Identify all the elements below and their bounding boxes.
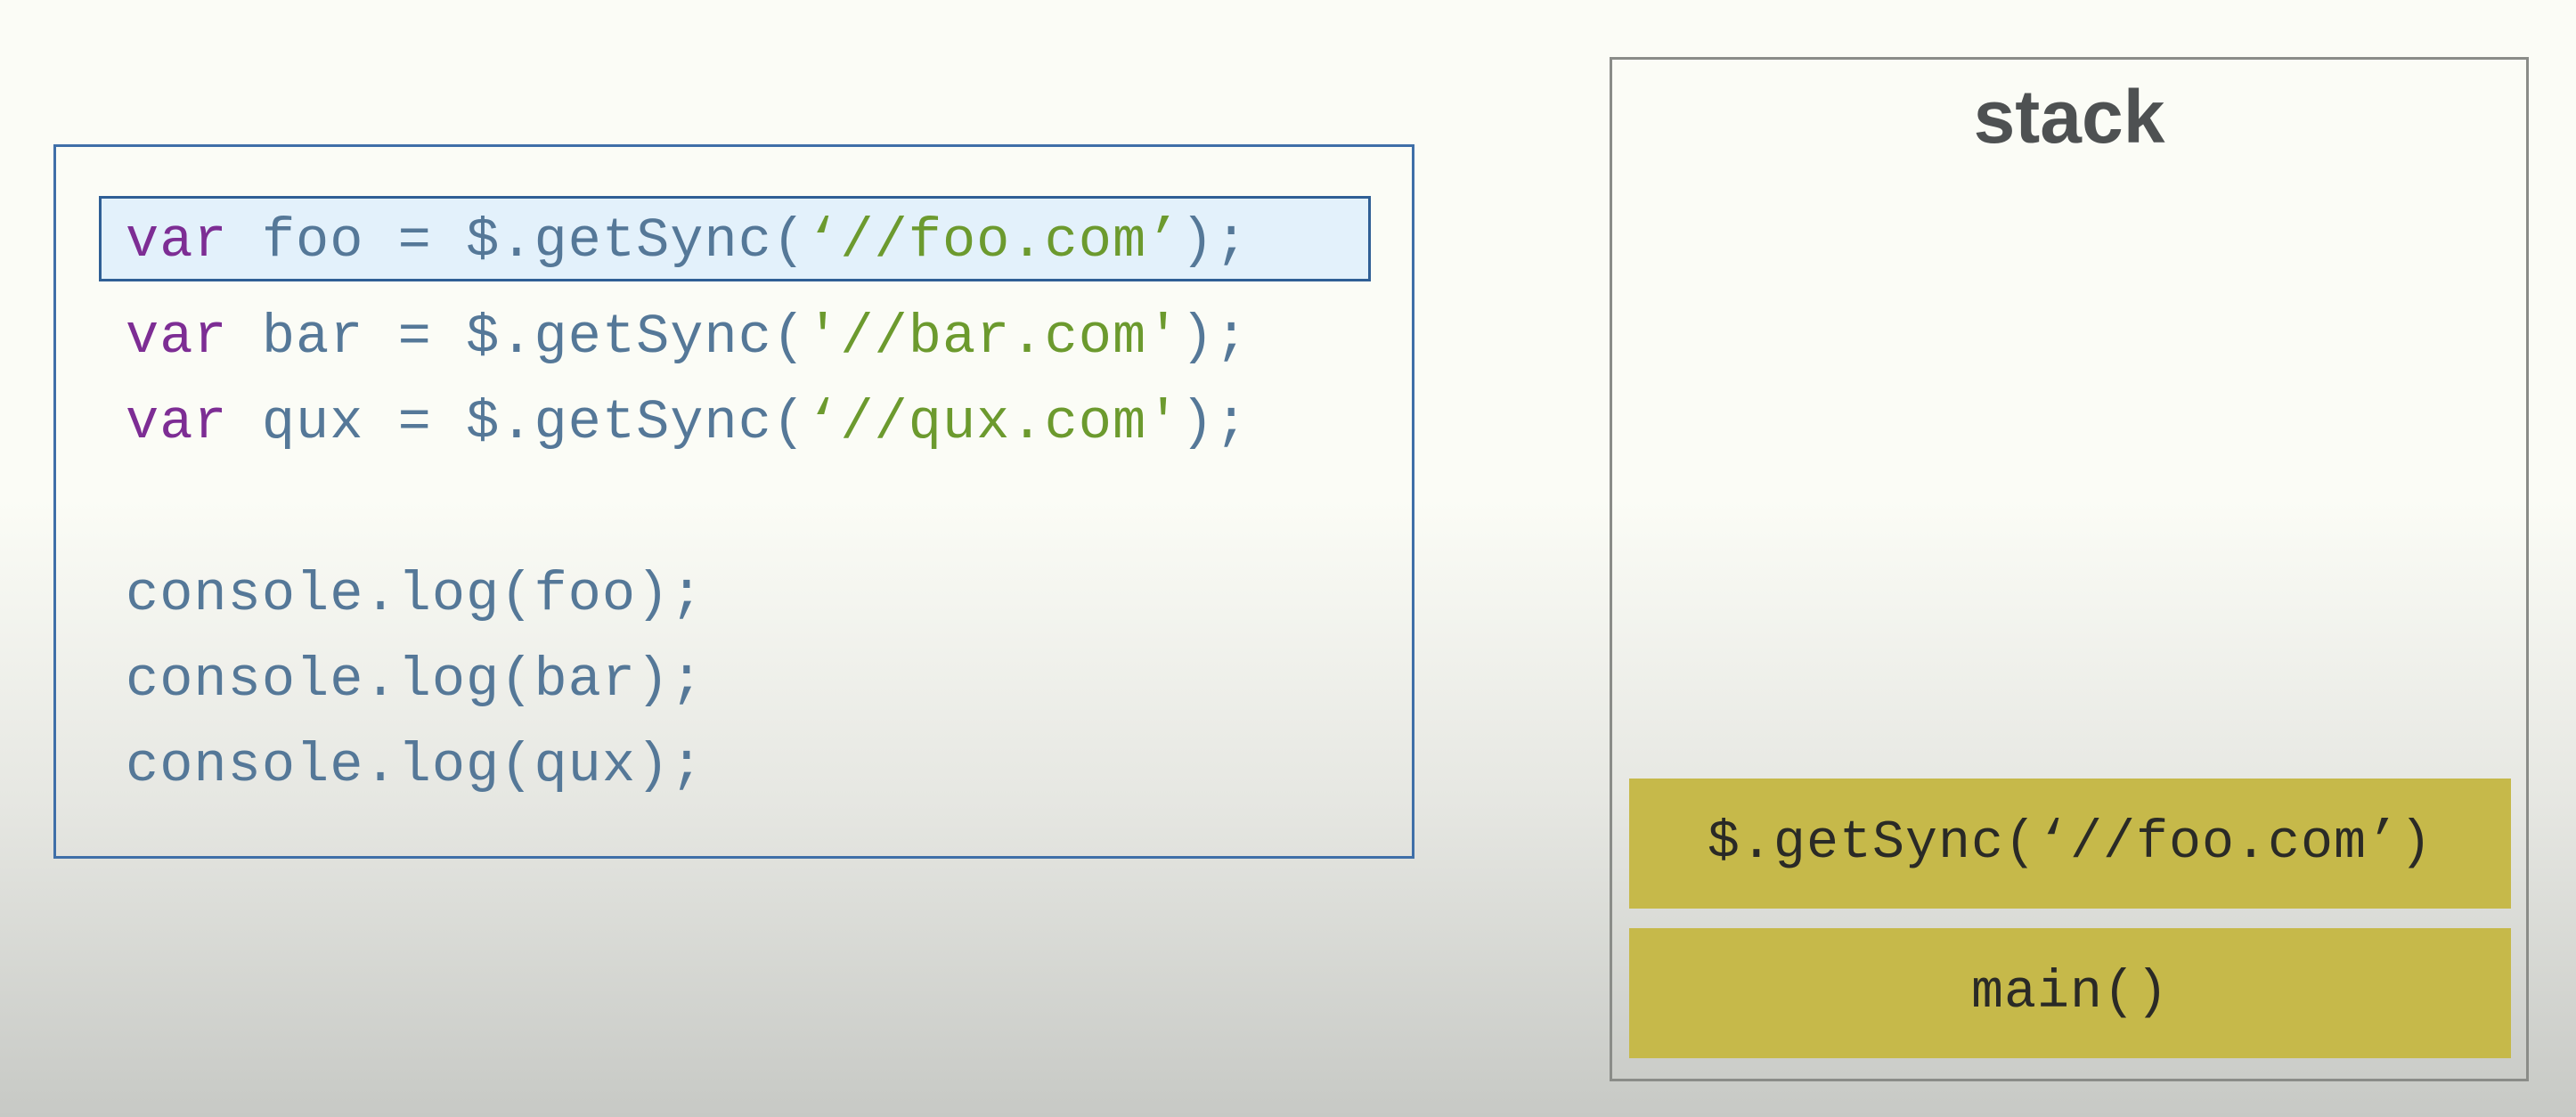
- code-text: );: [1180, 209, 1249, 273]
- keyword-var: var: [126, 306, 228, 369]
- string-literal: ‘//foo.com’: [806, 209, 1181, 273]
- stack-frame-getsync: $.getSync(‘//foo.com’): [1629, 779, 2511, 909]
- code-text: bar = $.getSync(: [227, 306, 807, 369]
- code-text: qux = $.getSync(: [227, 391, 807, 454]
- code-line: var bar = $.getSync('//bar.com');: [126, 295, 1249, 380]
- code-line: console.log(foo);: [126, 563, 705, 626]
- keyword-var: var: [126, 391, 228, 454]
- stack-frame-main: main(): [1629, 928, 2511, 1058]
- string-literal: ‘//qux.com': [806, 391, 1181, 454]
- keyword-var: var: [126, 209, 228, 273]
- code-text: );: [1180, 306, 1249, 369]
- code-line: var qux = $.getSync(‘//qux.com');: [126, 380, 1249, 466]
- code-line: console.log(qux);: [126, 734, 705, 797]
- code-line-highlighted: var foo = $.getSync(‘//foo.com’);: [99, 196, 1371, 281]
- code-text: );: [1180, 391, 1249, 454]
- stack-title: stack: [1973, 75, 2165, 159]
- code-panel: var foo = $.getSync(‘//foo.com’); var ba…: [53, 144, 1414, 859]
- string-literal: '//bar.com': [806, 306, 1181, 369]
- code-text: foo = $.getSync(: [227, 209, 807, 273]
- code-line: console.log(bar);: [126, 648, 705, 712]
- stack-panel: stack $.getSync(‘//foo.com’) main(): [1610, 57, 2529, 1081]
